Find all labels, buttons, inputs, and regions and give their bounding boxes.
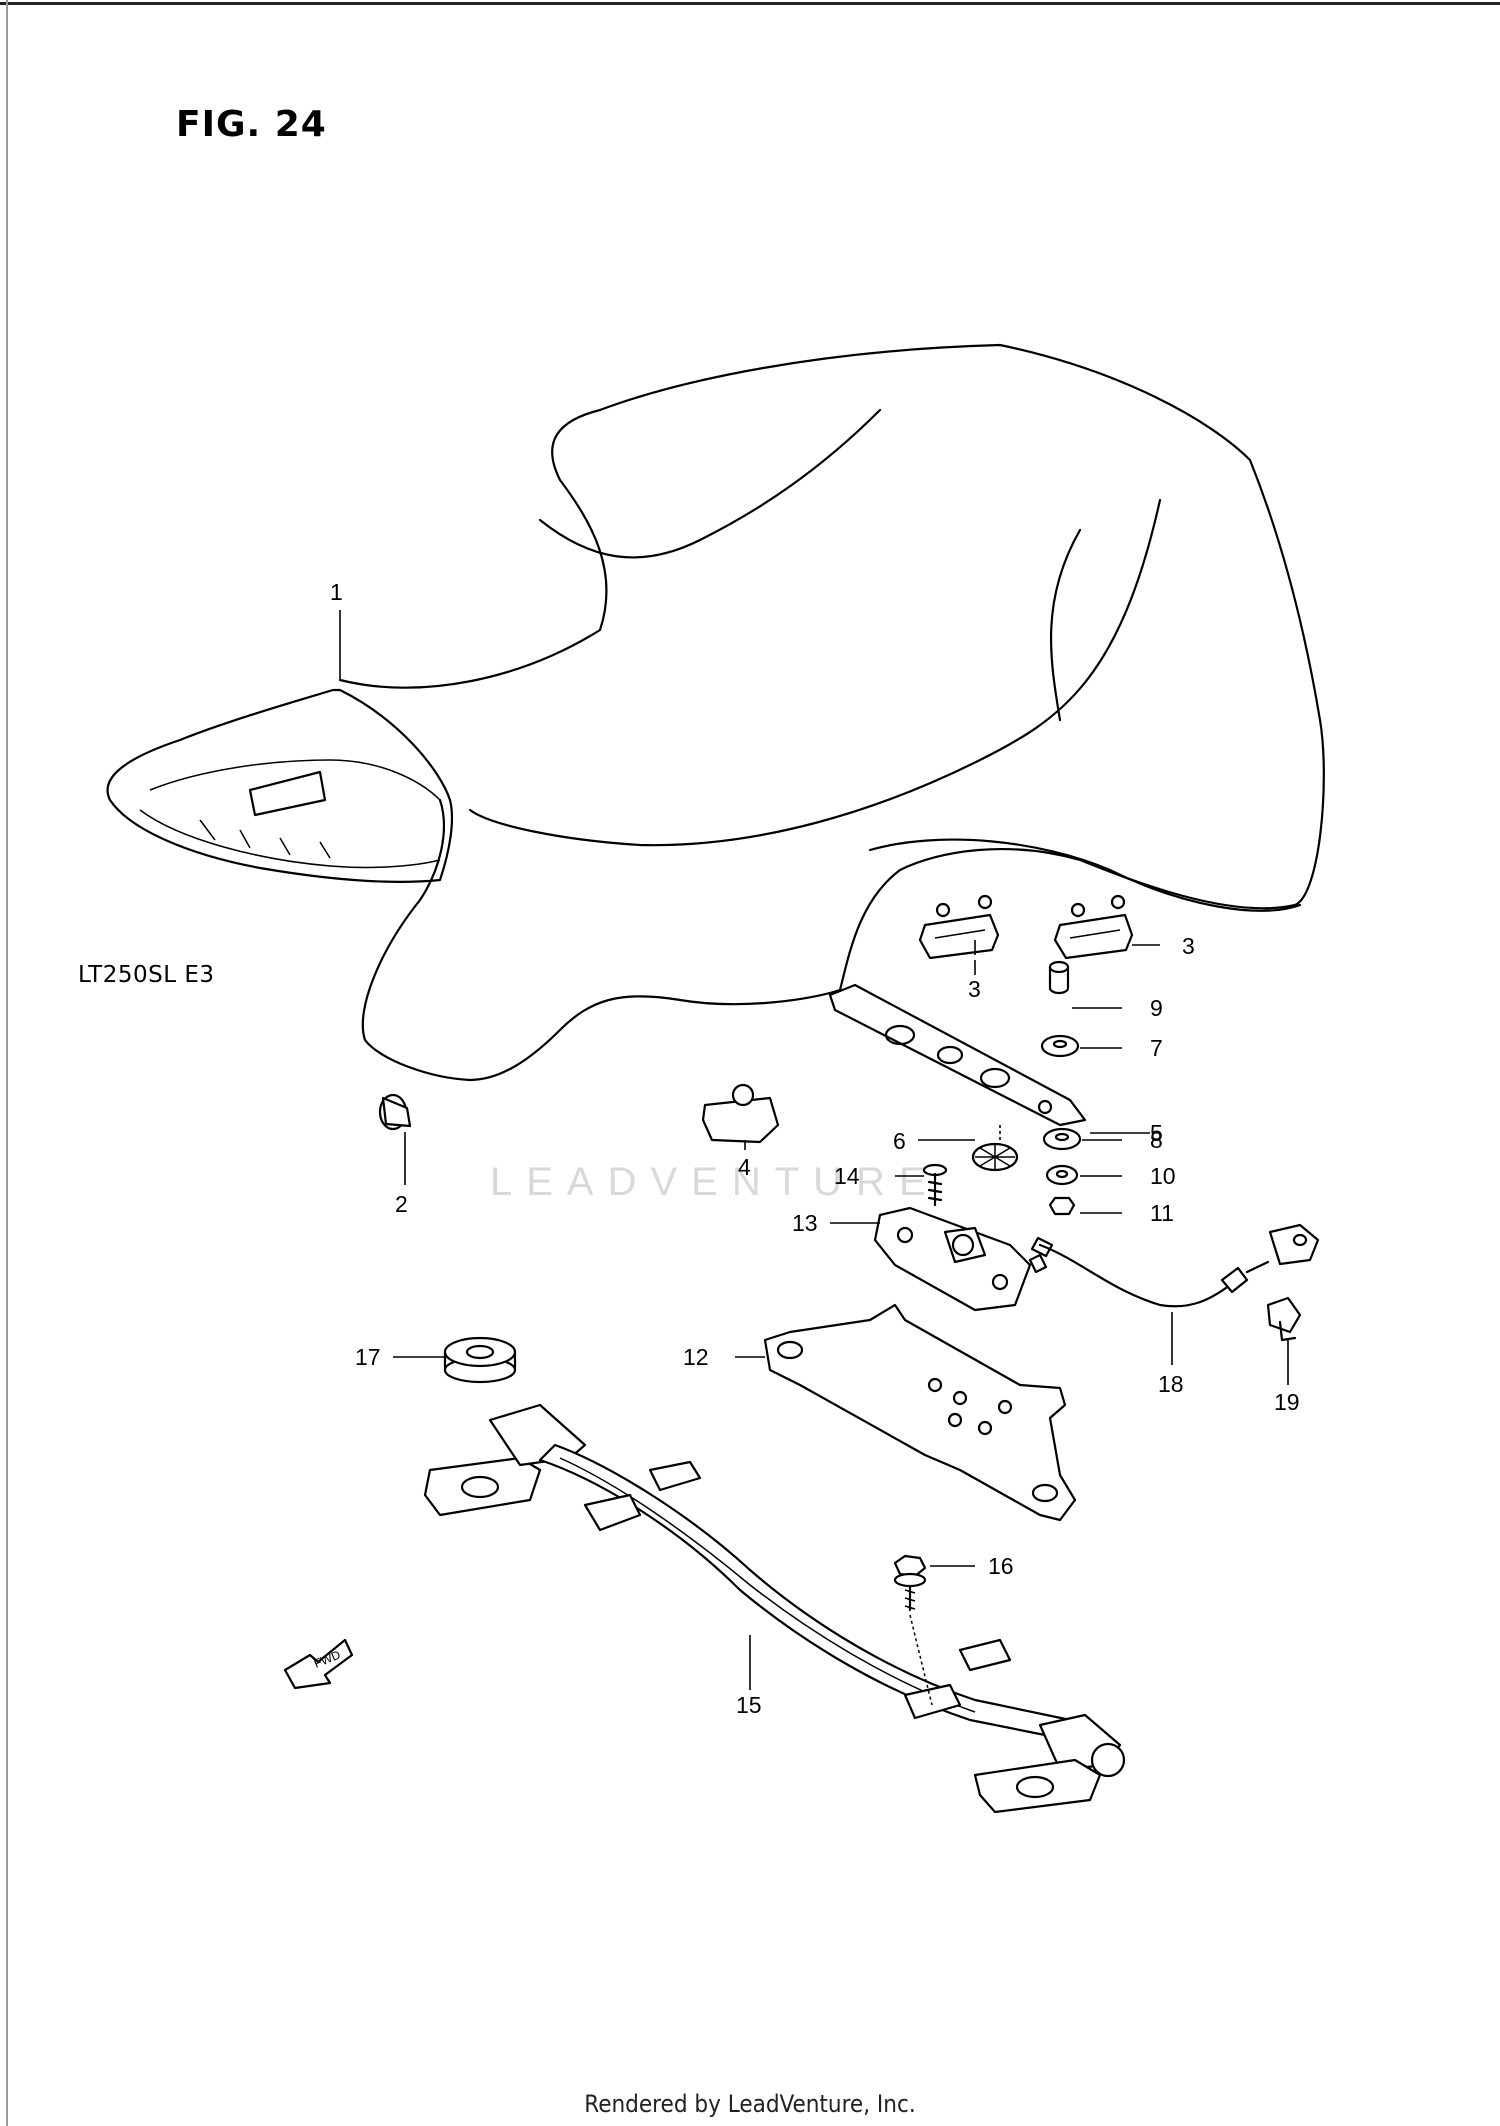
part-3b-cushion [1053, 894, 1134, 960]
part-number-labels: 1 2 3 3 4 5 6 7 8 9 10 11 12 13 14 15 16… [330, 579, 1300, 1718]
part-16-bolt [893, 1554, 933, 1706]
part-15-frame [423, 1403, 1126, 1814]
watermark-text: LEADVENTURE [490, 1160, 940, 1204]
part-14-screw [922, 1163, 948, 1207]
model-label: LT250SL E3 [78, 962, 215, 988]
part-3a-cushion [918, 894, 1000, 960]
part-number-17: 17 [355, 1344, 381, 1370]
part-12-hinge-plate [763, 1303, 1077, 1522]
part-5-bracket [828, 983, 1087, 1127]
part-number-10: 10 [1150, 1163, 1176, 1189]
part-13-seat-lock [873, 1206, 1048, 1312]
part-number-16: 16 [988, 1553, 1014, 1579]
part-number-8: 8 [1150, 1127, 1163, 1153]
part-number-13: 13 [792, 1210, 818, 1236]
scan-top-edge [0, 2, 1500, 5]
fwd-arrow-icon: FWD [283, 1638, 354, 1690]
part-number-2: 2 [395, 1191, 408, 1217]
part-number-3a: 3 [968, 976, 981, 1002]
part-19-clip [1266, 1296, 1302, 1342]
part-number-3b: 3 [1182, 933, 1195, 959]
part-18-cable [1030, 1223, 1320, 1308]
scan-left-edge [6, 0, 8, 2126]
part-number-11: 11 [1150, 1200, 1174, 1226]
part-number-1: 1 [330, 579, 343, 605]
part-number-5: 5 [1150, 1120, 1163, 1146]
parts-hardware-stack [1040, 960, 1082, 1216]
part-number-9: 9 [1150, 995, 1163, 1021]
part-number-15: 15 [736, 1692, 762, 1718]
part-17-grommet [443, 1336, 517, 1384]
part-number-19: 19 [1274, 1389, 1300, 1415]
part-number-12: 12 [683, 1344, 709, 1370]
part-number-7: 7 [1150, 1035, 1163, 1061]
seat-assembly [106, 343, 1325, 1082]
part-number-18: 18 [1158, 1371, 1184, 1397]
part-number-14: 14 [834, 1163, 860, 1189]
part-2-plug [378, 1093, 412, 1131]
leader-lines [339, 610, 1289, 1690]
part-4-stopper [701, 1083, 780, 1144]
part-number-6: 6 [893, 1128, 906, 1154]
figure-title: FIG. 24 [176, 104, 327, 145]
part-6-gear [971, 1142, 1019, 1172]
part-number-4: 4 [738, 1154, 751, 1180]
footer-credit: Rendered by LeadVenture, Inc. [584, 2090, 916, 2118]
